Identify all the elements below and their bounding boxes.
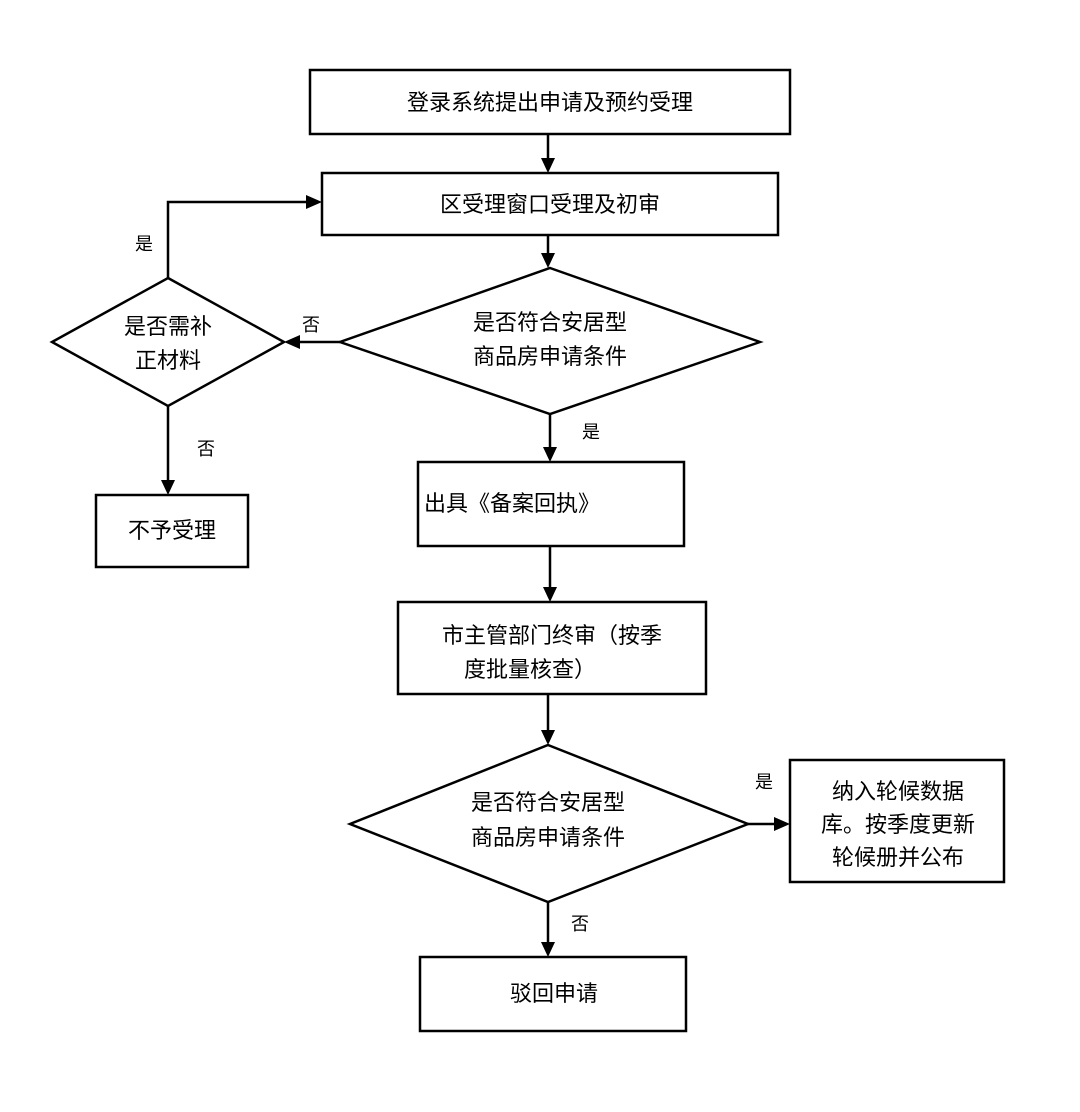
node-reject-acceptance-label: 不予受理 [128, 519, 216, 544]
decision-eligibility-2-line1: 是否符合安居型 [471, 791, 625, 816]
decision-eligibility-1: 是否符合安居型 商品房申请条件 [336, 266, 764, 416]
node-login: 登录系统提出申请及预约受理 [308, 68, 792, 136]
node-reject-application: 驳回申请 [418, 955, 688, 1033]
decision-eligibility-2-line2: 商品房申请条件 [471, 826, 625, 851]
node-waitlist: 纳入轮候数据 库。按季度更新 轮候册并公布 [788, 758, 1006, 884]
node-reject-application-label: 驳回申请 [510, 982, 598, 1007]
decision-eligibility-1-line2: 商品房申请条件 [473, 345, 627, 370]
edge-decision1-no-to-supplement [284, 335, 340, 349]
edge-receipt-to-city [543, 546, 557, 602]
decision-supplement-line1: 是否需补 [124, 315, 212, 340]
node-reject-acceptance: 不予受理 [94, 493, 250, 569]
edge-label-decision2-no: 否 [571, 914, 589, 935]
node-waitlist-line1: 纳入轮候数据 [832, 780, 964, 805]
edge-city-to-decision2 [541, 694, 555, 745]
edge-label-decision1-no: 否 [302, 315, 320, 336]
edge-district-to-decision1 [541, 235, 555, 268]
edge-label-supplement-no: 否 [197, 439, 215, 460]
edge-decision2-yes-to-waitlist [748, 817, 790, 831]
decision-eligibility-1-line1: 是否符合安居型 [473, 311, 627, 336]
decision-eligibility-2: 是否符合安居型 商品房申请条件 [346, 743, 752, 904]
node-district-review: 区受理窗口受理及初审 [320, 171, 780, 237]
decision-supplement: 是否需补 正材料 [49, 276, 287, 408]
node-receipt: 出具《备案回执》 [416, 460, 686, 548]
edge-label-decision1-yes: 是 [582, 422, 600, 443]
node-city-review-line1: 市主管部门终审（按季 [442, 624, 662, 649]
node-district-review-label: 区受理窗口受理及初审 [440, 193, 660, 218]
edge-label-supplement-yes: 是 [135, 234, 153, 255]
node-city-review-line2: 度批量核查） [464, 658, 596, 683]
node-waitlist-line3: 轮候册并公布 [832, 846, 964, 871]
node-city-review: 市主管部门终审（按季 度批量核查） [396, 600, 708, 696]
decision-supplement-line2: 正材料 [135, 349, 201, 374]
edge-decision2-no-to-reject [541, 902, 555, 957]
node-login-label: 登录系统提出申请及预约受理 [407, 91, 693, 116]
edge-login-to-district [541, 134, 555, 173]
edge-supplement-yes-to-district [166, 195, 322, 278]
node-waitlist-line2: 库。按季度更新 [821, 813, 975, 838]
node-receipt-label: 出具《备案回执》 [424, 492, 600, 517]
edge-supplement-no-to-reject [161, 406, 175, 495]
edge-label-decision2-yes: 是 [755, 772, 773, 793]
edge-decision1-yes-to-receipt [543, 414, 557, 462]
